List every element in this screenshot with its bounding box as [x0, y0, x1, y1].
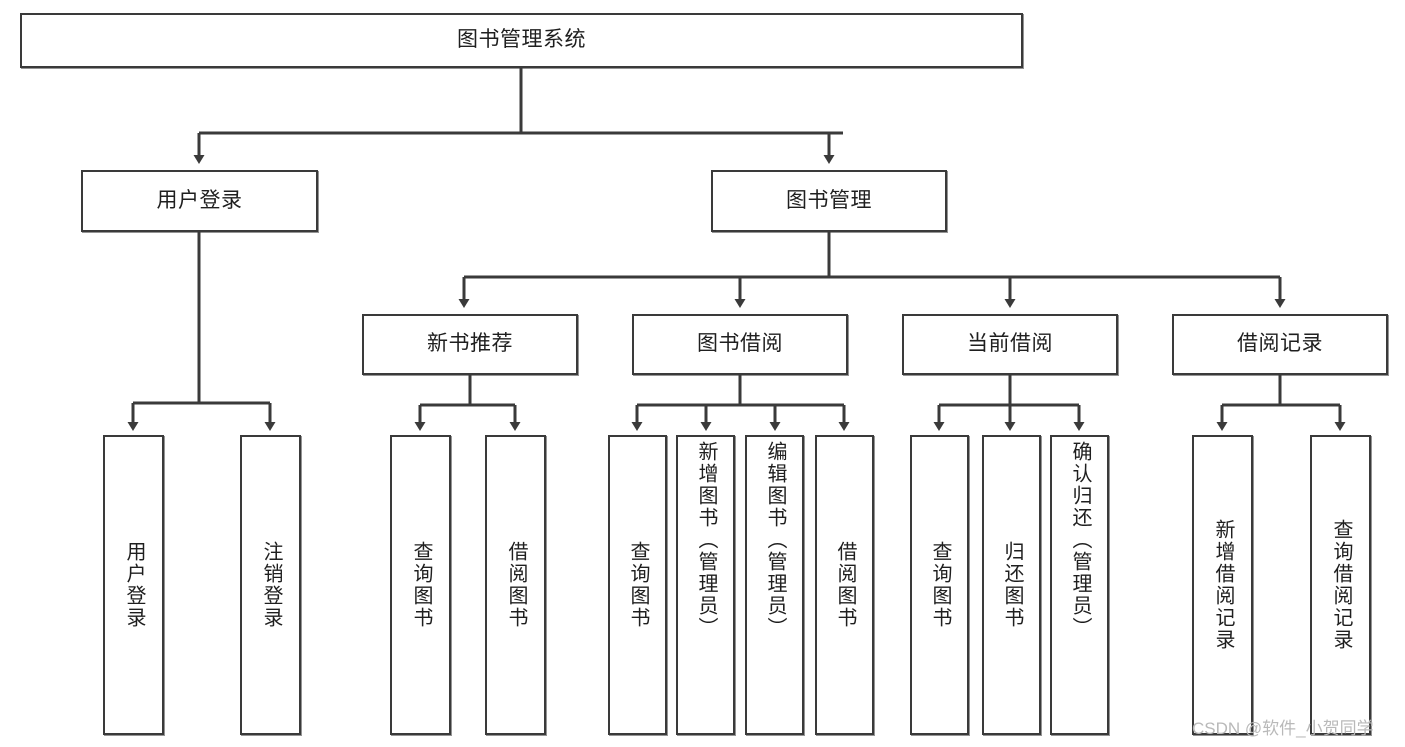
leaf-query-borrow-record-label: 查询借阅记录 [1330, 519, 1352, 651]
node-current-borrow-label: 当前借阅 [967, 332, 1053, 356]
leaf-confirm-return[interactable]: 确认归还（管理员） [1050, 435, 1109, 735]
leaf-query-borrow-record[interactable]: 查询借阅记录 [1310, 435, 1371, 735]
leaf-logout[interactable]: 注销登录 [240, 435, 301, 735]
leaf-logout-label: 注销登录 [260, 541, 282, 629]
leaf-add-book[interactable]: 新增图书（管理员） [676, 435, 735, 735]
leaf-query-book-2[interactable]: 查询图书 [608, 435, 667, 735]
leaf-borrow-book-2-label: 借阅图书 [834, 541, 856, 629]
leaf-add-borrow-record[interactable]: 新增借阅记录 [1192, 435, 1253, 735]
leaf-user-login-label: 用户登录 [123, 541, 145, 629]
leaf-add-borrow-record-label: 新增借阅记录 [1212, 519, 1234, 651]
leaf-borrow-book-1[interactable]: 借阅图书 [485, 435, 546, 735]
node-borrow-record[interactable]: 借阅记录 [1172, 314, 1388, 375]
leaf-query-book-1-label: 查询图书 [410, 541, 432, 629]
node-book-management[interactable]: 图书管理 [711, 170, 947, 232]
node-book-borrow[interactable]: 图书借阅 [632, 314, 848, 375]
node-current-borrow[interactable]: 当前借阅 [902, 314, 1118, 375]
leaf-query-book-2-label: 查询图书 [627, 541, 649, 629]
node-user-login[interactable]: 用户登录 [81, 170, 318, 232]
node-user-login-label: 用户登录 [156, 188, 243, 212]
node-new-book-recommendation[interactable]: 新书推荐 [362, 314, 578, 375]
leaf-confirm-return-label: 确认归还（管理员） [1069, 441, 1091, 639]
leaf-add-book-label: 新增图书（管理员） [695, 441, 717, 639]
leaf-edit-book[interactable]: 编辑图书（管理员） [745, 435, 804, 735]
node-borrow-record-label: 借阅记录 [1237, 332, 1323, 356]
csdn-watermark: CSDN @软件_小贺同学 [1192, 719, 1374, 738]
node-book-management-label: 图书管理 [786, 188, 872, 212]
leaf-user-login[interactable]: 用户登录 [103, 435, 164, 735]
leaf-query-book-3-label: 查询图书 [929, 541, 951, 629]
leaf-borrow-book-2[interactable]: 借阅图书 [815, 435, 874, 735]
node-new-book-recommendation-label: 新书推荐 [427, 332, 513, 356]
leaf-borrow-book-1-label: 借阅图书 [505, 541, 527, 629]
node-book-borrow-label: 图书借阅 [697, 332, 783, 356]
node-root[interactable]: 图书管理系统 [20, 13, 1023, 68]
node-root-label: 图书管理系统 [457, 28, 586, 52]
leaf-edit-book-label: 编辑图书（管理员） [764, 441, 786, 639]
leaf-return-book-label: 归还图书 [1001, 541, 1023, 629]
leaf-return-book[interactable]: 归还图书 [982, 435, 1041, 735]
leaf-query-book-1[interactable]: 查询图书 [390, 435, 451, 735]
leaf-query-book-3[interactable]: 查询图书 [910, 435, 969, 735]
